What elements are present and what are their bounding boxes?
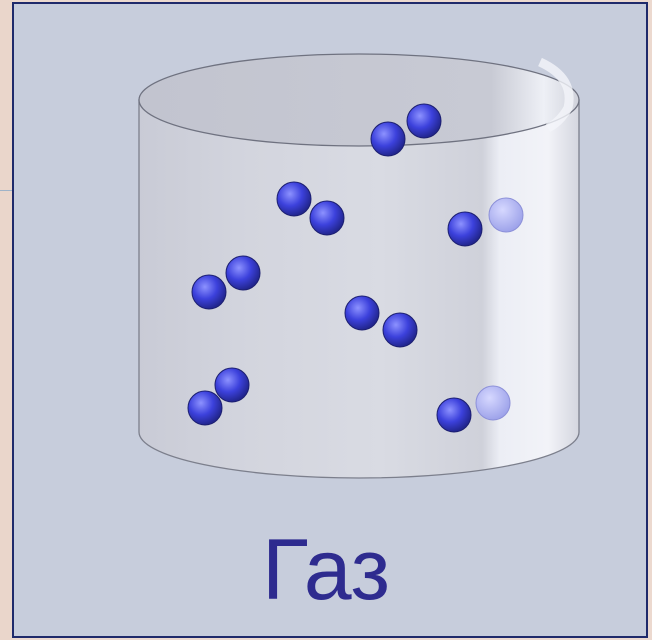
molecule (370, 103, 442, 157)
molecules (187, 103, 524, 433)
molecule (344, 295, 418, 348)
slide-margin (0, 0, 12, 640)
molecule (191, 255, 261, 310)
molecule (187, 367, 250, 426)
molecule (447, 197, 524, 247)
molecule (436, 385, 511, 433)
guide-line (0, 190, 18, 191)
caption-label: Газ (261, 522, 391, 618)
cylinder-rim-highlight (538, 57, 574, 133)
cylinder-top (138, 53, 580, 147)
molecule (276, 181, 345, 236)
